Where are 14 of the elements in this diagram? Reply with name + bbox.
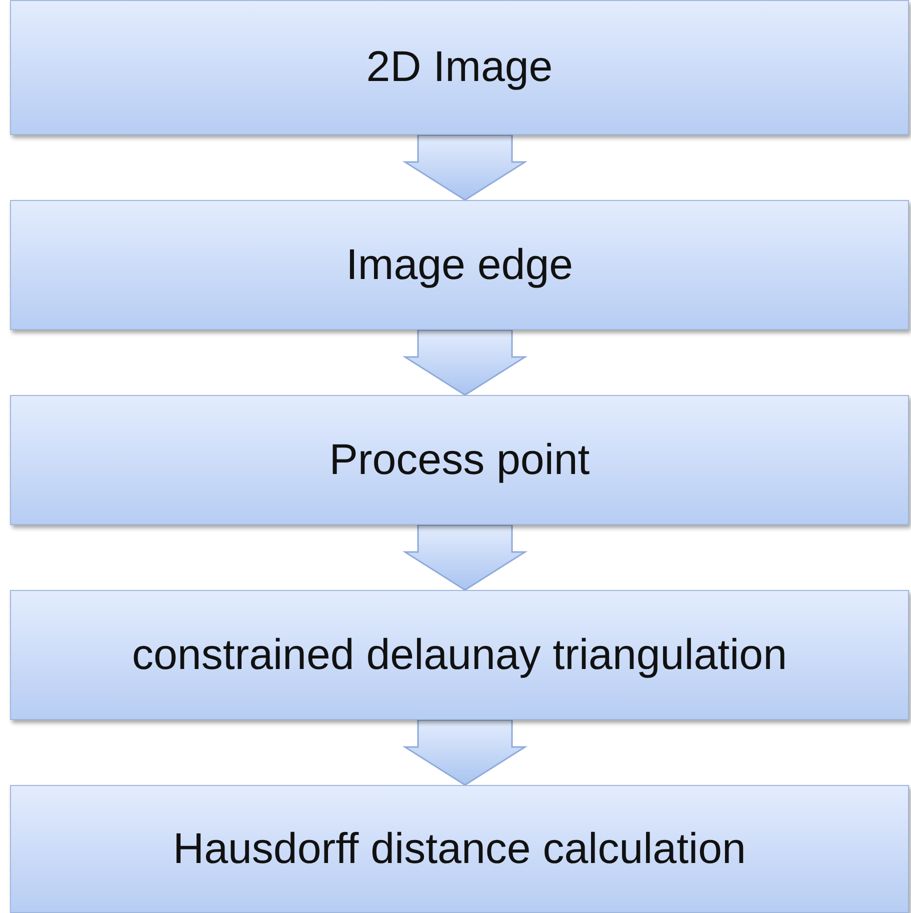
block-arrow [402,134,528,201]
block-arrow [402,719,528,786]
block-arrow [402,524,528,591]
process-box [10,590,909,720]
process-box [10,200,909,330]
box-label: Process point [329,436,590,484]
box-label: 2D Image [366,43,553,92]
block-arrow [402,329,528,396]
process-box [10,395,909,525]
box-label: Image edge [346,240,574,290]
process-box [10,0,909,135]
box-label: constrained delaunay triangulation [132,630,787,680]
box-label: Hausdorff distance calculation [173,824,746,874]
process-box [10,785,909,913]
